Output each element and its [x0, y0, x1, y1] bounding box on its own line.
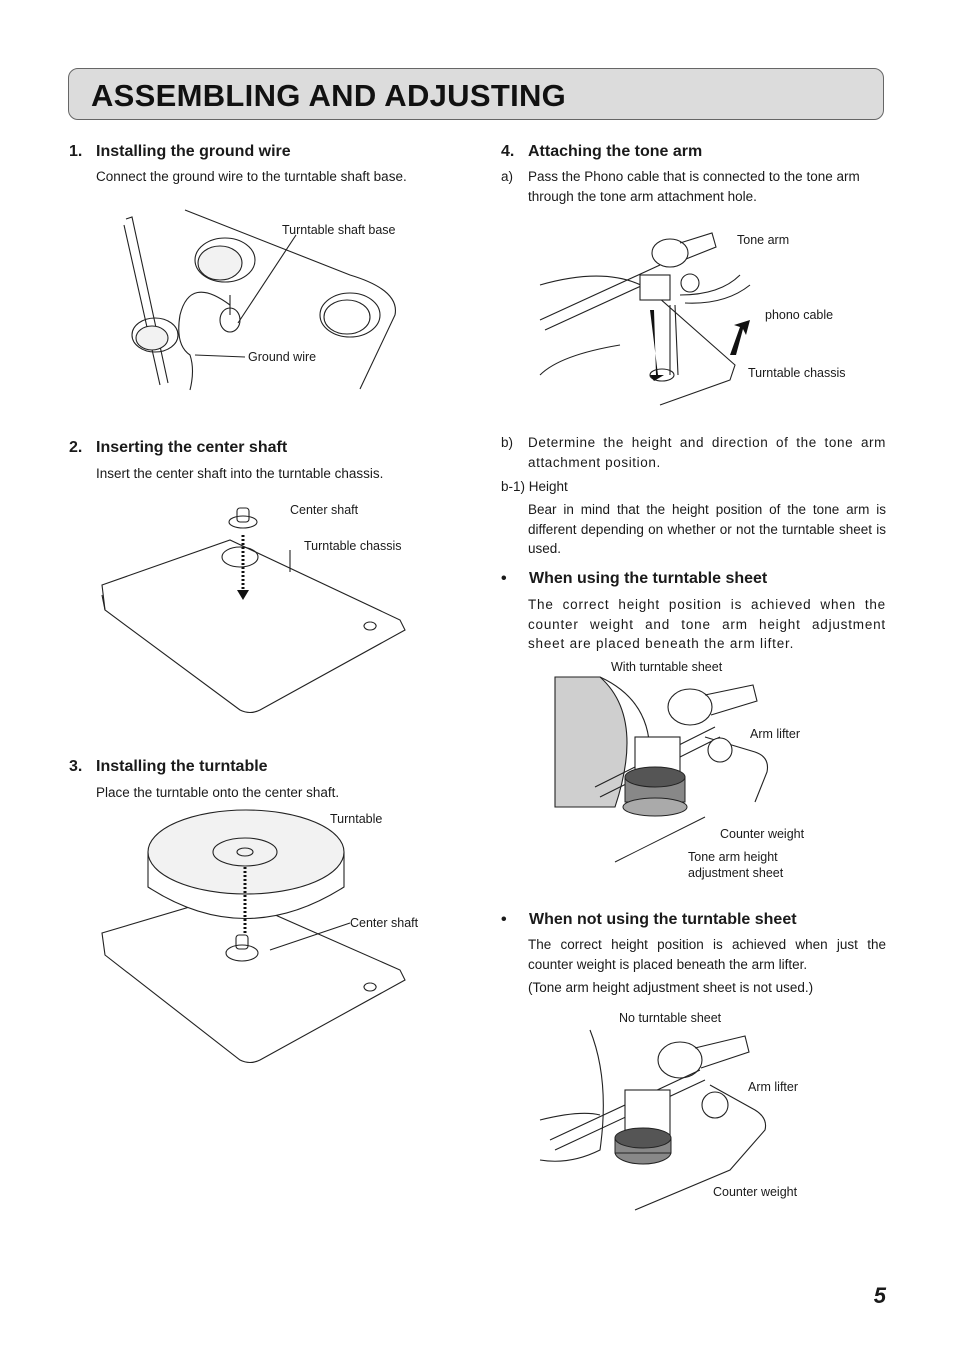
step-a-text: Pass the Phono cable that is connected t… — [528, 169, 860, 204]
without-sheet-text: The correct height position is achieved … — [528, 937, 886, 972]
without-sheet-figure — [539, 1029, 767, 1211]
label-turntable-chassis-2: Turntable chassis — [748, 366, 846, 380]
label-counter-weight-2: Counter weight — [713, 1185, 798, 1199]
label-height-adjustment-sheet: Tone arm height adjustment sheet — [688, 850, 784, 880]
with-sheet-figure — [554, 676, 769, 863]
without-sheet-heading: •When not using the turntable sheet — [501, 911, 797, 928]
section-3-text: Place the turntable onto the center shaf… — [96, 785, 340, 800]
label-no-turntable-sheet: No turntable sheet — [619, 1011, 722, 1025]
label-turntable-shaft-base: Turntable shaft base — [282, 223, 396, 237]
label-turntable-chassis: Turntable chassis — [304, 539, 402, 553]
label-ground-wire: Ground wire — [248, 350, 317, 364]
label-turntable: Turntable — [330, 812, 383, 826]
center-shaft-figure — [101, 507, 406, 714]
label-tone-arm: Tone arm — [737, 233, 790, 247]
page-header: ASSEMBLING AND ADJUSTING — [68, 68, 884, 120]
with-sheet-text: The correct height position is achieved … — [528, 597, 886, 651]
step-b1-heading: b-1) Height — [501, 479, 568, 494]
step-b-text: Determine the height and direction of th… — [528, 435, 886, 470]
with-sheet-heading: •When using the turntable sheet — [501, 570, 768, 587]
label-arm-lifter-2: Arm lifter — [748, 1080, 798, 1094]
label-arm-lifter: Arm lifter — [750, 727, 800, 741]
without-sheet-note: (Tone arm height adjustment sheet is not… — [528, 980, 814, 995]
tone-arm-figure — [539, 232, 751, 406]
section-1-heading: 1.Installing the ground wire — [69, 143, 291, 160]
label-center-shaft-2: Center shaft — [350, 916, 419, 930]
step-a-mark: a) — [501, 169, 514, 184]
page-title: ASSEMBLING AND ADJUSTING — [91, 78, 567, 113]
section-2-text: Insert the center shaft into the turntab… — [96, 466, 384, 481]
label-with-turntable-sheet: With turntable sheet — [611, 660, 723, 674]
label-phono-cable: phono cable — [765, 308, 834, 322]
section-3-heading: 3.Installing the turntable — [69, 758, 268, 775]
section-1-text: Connect the ground wire to the turntable… — [96, 169, 407, 184]
step-b1-text: Bear in mind that the height position of… — [528, 502, 886, 556]
turntable-figure — [101, 809, 406, 1064]
label-counter-weight: Counter weight — [720, 827, 805, 841]
page-number: 5 — [873, 1283, 886, 1308]
step-b-mark: b) — [501, 435, 514, 450]
ground-wire-figure — [123, 209, 396, 391]
section-4-heading: 4.Attaching the tone arm — [501, 143, 703, 160]
section-2-heading: 2.Inserting the center shaft — [69, 439, 288, 456]
label-center-shaft: Center shaft — [290, 503, 359, 517]
